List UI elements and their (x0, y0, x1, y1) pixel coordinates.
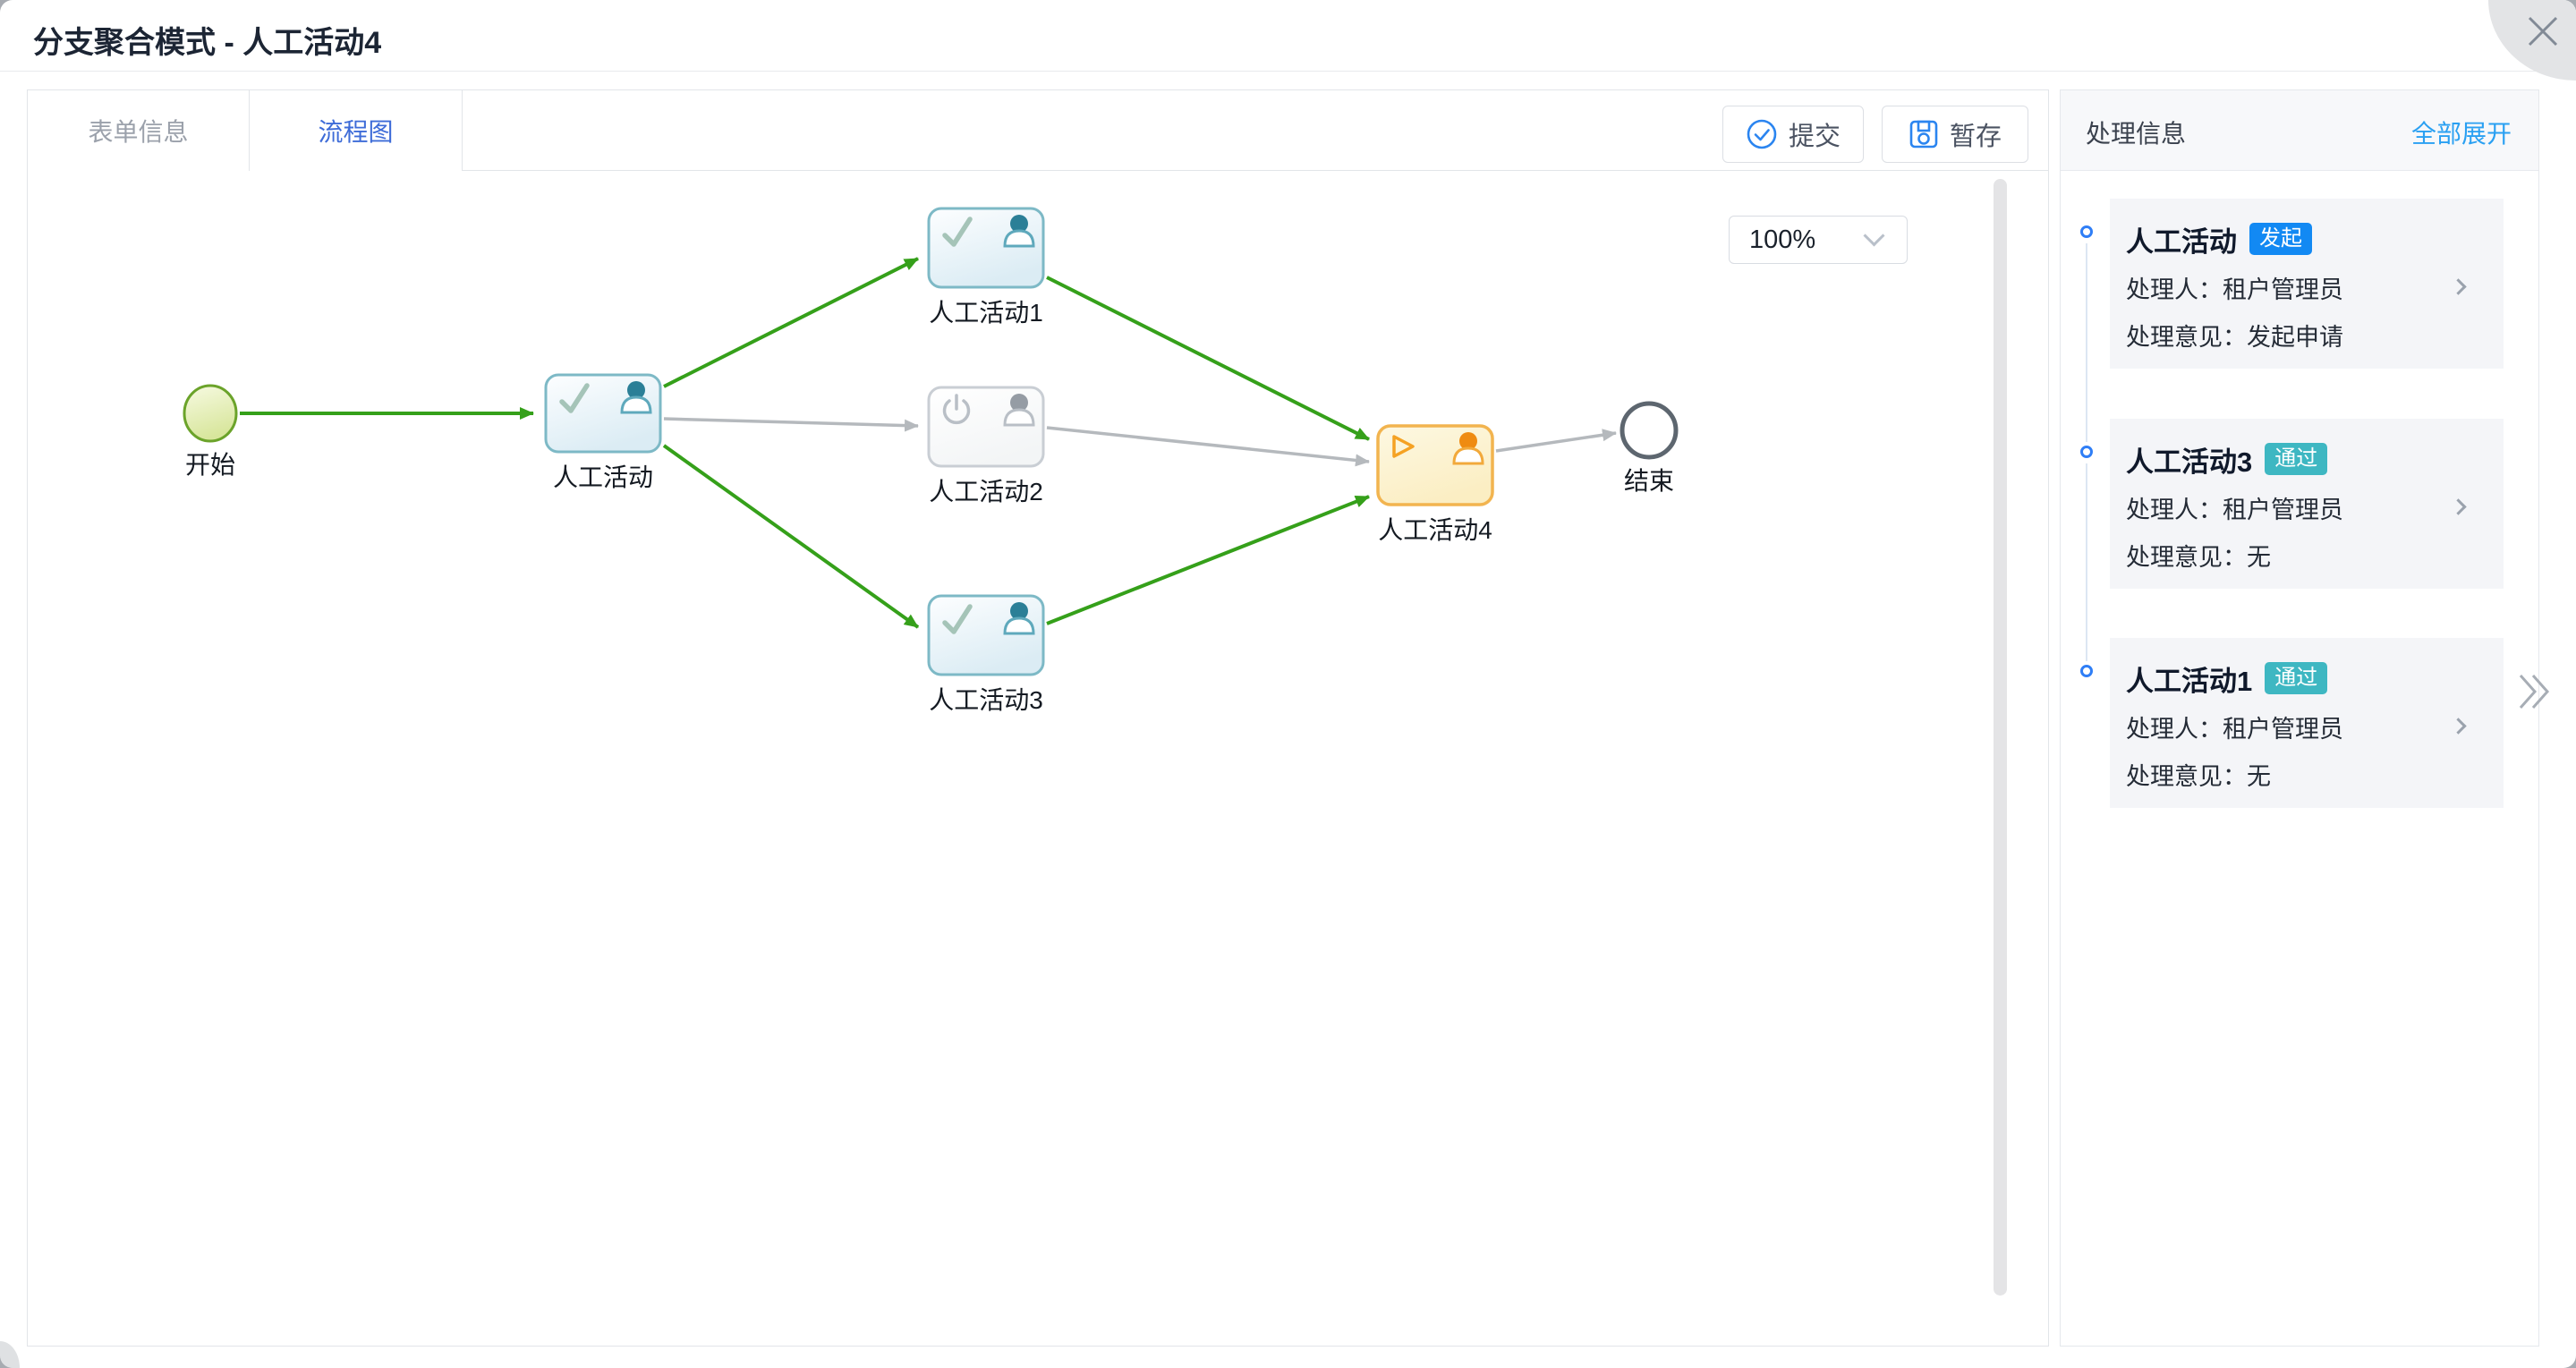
node-a3-label: 人工活动3 (929, 686, 1043, 714)
power-icon (942, 394, 971, 425)
user-icon (620, 381, 652, 414)
node-end[interactable]: 结束 (1620, 401, 1679, 495)
opinion-value: 发起申请 (2247, 324, 2343, 351)
process-card-title: 人工活动 (2126, 225, 2237, 258)
processing-panel-header: 处理信息 全部展开 (2061, 90, 2538, 171)
user-icon (1003, 215, 1035, 248)
edge-a0-to-a1 (663, 257, 919, 388)
process-card-title: 人工活动3 (2126, 446, 2253, 478)
zoom-value: 100% (1749, 225, 1816, 254)
submit-button[interactable]: 提交 (1722, 106, 1864, 163)
opinion-label: 处理意见： (2126, 763, 2247, 790)
collapse-panel-handle[interactable] (2516, 671, 2552, 717)
edge-a0-to-a3 (662, 444, 920, 629)
close-icon (2528, 16, 2558, 47)
edge-a3-to-a4 (1046, 495, 1370, 625)
handler-value: 租户管理员 (2223, 716, 2343, 743)
node-start[interactable]: 开始 (183, 384, 238, 479)
opinion-label: 处理意见： (2126, 324, 2247, 351)
status-badge: 通过 (2265, 662, 2328, 694)
node-a1-label: 人工活动1 (929, 299, 1043, 327)
title-divider (0, 71, 2576, 72)
node-a3[interactable]: 人工活动3 (927, 594, 1045, 714)
handler-row: 处理人：租户管理员 (2126, 275, 2486, 305)
edge-a4-to-end (1495, 429, 1617, 453)
handler-value: 租户管理员 (2223, 497, 2343, 523)
close-button[interactable] (2488, 0, 2576, 81)
handler-label: 处理人： (2126, 716, 2223, 743)
expand-all-link[interactable]: 全部展开 (2410, 120, 2512, 148)
play-icon (1392, 435, 1415, 458)
node-a0-label: 人工活动 (553, 463, 653, 491)
opinion-value: 无 (2247, 763, 2271, 790)
handler-label: 处理人： (2126, 276, 2223, 303)
handler-row: 处理人：租户管理员 (2126, 714, 2486, 744)
flow-diagram: 开始 人工活动 人工活动1 (183, 207, 1679, 714)
node-start-label: 开始 (185, 451, 235, 479)
double-chevron-right-icon (2519, 675, 2550, 709)
timeline-dot (2080, 225, 2093, 238)
handler-row: 处理人：租户管理员 (2126, 495, 2486, 525)
opinion-row: 处理意见：无 (2126, 761, 2486, 792)
canvas-scrollbar[interactable] (1994, 179, 2007, 1296)
tab-form-info[interactable]: 表单信息 (28, 90, 250, 171)
status-badge: 通过 (2265, 443, 2328, 475)
processing-panel: 处理信息 全部展开 人工活动 发起 处理人：租户管理员 处理意见：发起申请 (2060, 89, 2539, 1347)
processing-panel-title: 处理信息 (2086, 120, 2187, 148)
node-a4-label: 人工活动4 (1378, 516, 1492, 544)
node-a0[interactable]: 人工活动 (544, 373, 662, 491)
timeline-dot (2080, 665, 2093, 677)
user-icon (1452, 432, 1484, 465)
opinion-row: 处理意见：发起申请 (2126, 322, 2486, 353)
edge-a0-to-a2 (663, 417, 919, 432)
node-end-label: 结束 (1624, 467, 1674, 495)
user-icon (1003, 394, 1035, 427)
check-icon (942, 604, 973, 634)
user-icon (1003, 602, 1035, 635)
opinion-label: 处理意见： (2126, 544, 2247, 571)
chevron-down-icon (1863, 225, 1885, 247)
timeline-connector (2086, 243, 2087, 442)
tab-row: 表单信息 流程图 (28, 90, 2048, 171)
check-icon (559, 383, 590, 413)
tab-flow-diagram[interactable]: 流程图 (250, 90, 463, 171)
flow-edges (240, 257, 1617, 629)
flow-content-box: 表单信息 流程图 (27, 89, 2049, 1347)
edge-a1-to-a4 (1046, 276, 1370, 441)
page-title: 分支聚合模式 - 人工活动4 (33, 26, 382, 60)
check-icon (942, 217, 973, 247)
process-card-title: 人工活动1 (2126, 665, 2253, 697)
save-draft-button-label: 暂存 (1949, 123, 2002, 151)
save-draft-button[interactable]: 暂存 (1882, 106, 2028, 163)
process-card[interactable]: 人工活动3 通过 处理人：租户管理员 处理意见：无 (2110, 419, 2504, 589)
edge-a2-to-a4 (1046, 426, 1370, 467)
save-icon (1909, 120, 1938, 149)
node-a2[interactable]: 人工活动2 (927, 386, 1045, 506)
check-circle-icon (1747, 119, 1777, 149)
chevron-right-icon[interactable] (2450, 498, 2467, 515)
chevron-right-icon[interactable] (2450, 278, 2467, 295)
tab-flow-diagram-label: 流程图 (318, 118, 394, 146)
node-a1[interactable]: 人工活动1 (927, 207, 1045, 327)
status-badge: 发起 (2249, 223, 2312, 255)
opinion-value: 无 (2247, 544, 2271, 571)
tab-form-info-label: 表单信息 (88, 118, 189, 146)
modal-corner (0, 1341, 20, 1368)
zoom-select[interactable]: 100% (1729, 216, 1908, 264)
submit-button-label: 提交 (1788, 123, 1841, 151)
timeline-dot (2080, 446, 2093, 458)
handler-label: 处理人： (2126, 497, 2223, 523)
timeline-connector (2086, 463, 2087, 661)
node-a2-label: 人工活动2 (929, 478, 1043, 506)
handler-value: 租户管理员 (2223, 276, 2343, 303)
opinion-row: 处理意见：无 (2126, 542, 2486, 573)
chevron-right-icon[interactable] (2450, 718, 2467, 735)
node-a4[interactable]: 人工活动4 (1376, 424, 1494, 544)
process-card[interactable]: 人工活动 发起 处理人：租户管理员 处理意见：发起申请 (2110, 199, 2504, 369)
process-card[interactable]: 人工活动1 通过 处理人：租户管理员 处理意见：无 (2110, 638, 2504, 808)
